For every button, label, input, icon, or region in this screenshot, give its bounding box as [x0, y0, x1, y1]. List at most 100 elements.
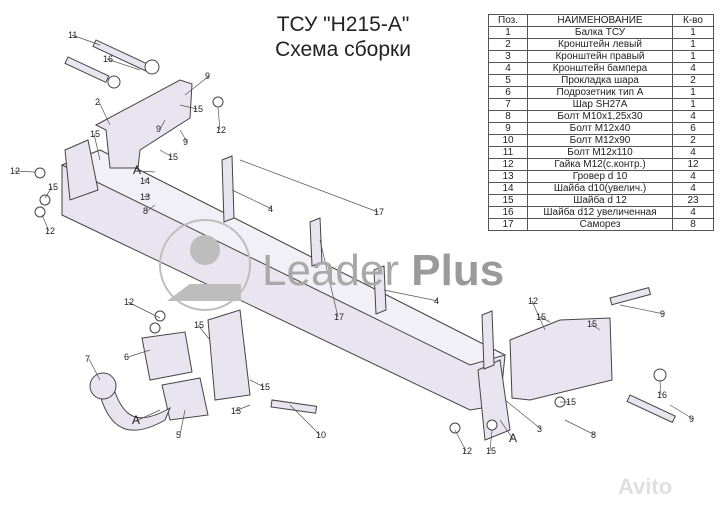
- callout-label: 9: [156, 124, 161, 134]
- leader-line: [127, 301, 161, 319]
- cell-qty: 1: [672, 26, 714, 39]
- leader-line: [289, 404, 321, 436]
- socket-plate: [141, 331, 193, 381]
- cell-pos: 15: [488, 194, 528, 207]
- cell-name: Кронштейн бампера: [527, 62, 673, 75]
- bumper-bracket: [481, 310, 495, 370]
- left-bracket: [94, 79, 193, 169]
- cell-qty: 12: [672, 158, 714, 171]
- cell-qty: 1: [672, 38, 714, 51]
- leader-line: [564, 419, 596, 436]
- callout-label: 8: [143, 206, 148, 216]
- cell-qty: 1: [672, 86, 714, 99]
- parts-table-header: Поз. НАИМЕНОВАНИЕ К-во: [488, 14, 714, 27]
- callout-label: 17: [374, 207, 384, 217]
- leader-line: [239, 159, 379, 213]
- cell-name: Саморез: [527, 218, 673, 231]
- callout-label: 9: [689, 414, 694, 424]
- cell-pos: 11: [488, 146, 528, 159]
- cell-qty: 2: [672, 134, 714, 147]
- bolt: [609, 287, 652, 306]
- leader-line: [454, 429, 467, 452]
- leader-line: [127, 349, 151, 358]
- bolt: [626, 394, 676, 424]
- leader-line: [489, 429, 493, 452]
- leader-line: [135, 409, 161, 422]
- callout-label: 9: [183, 137, 188, 147]
- leader-line: [504, 399, 542, 430]
- callout-label: 15: [90, 129, 100, 139]
- callout-label: 8: [591, 430, 596, 440]
- ball-plate: [207, 309, 251, 401]
- callout-label: 15: [168, 152, 178, 162]
- tow-ball: [89, 372, 117, 400]
- leader-line: [71, 34, 101, 46]
- watermark-word2: Plus: [411, 246, 505, 295]
- cell-name: Болт М12х40: [527, 122, 673, 135]
- callout-label: 16: [103, 54, 113, 64]
- leader-line: [197, 324, 211, 341]
- cell-name: Прокладка шара: [527, 74, 673, 87]
- cell-pos: 2: [488, 38, 528, 51]
- callout-label: 12: [45, 226, 55, 236]
- leader-line: [143, 194, 151, 198]
- cell-qty: 4: [672, 170, 714, 183]
- leader-line: [44, 186, 53, 199]
- leader-line: [41, 214, 50, 232]
- leader-line: [136, 170, 156, 173]
- cell-name: Шайба d12 увеличенная: [527, 206, 673, 219]
- callout-label: 13: [140, 192, 150, 202]
- cell-qty: 23: [672, 194, 714, 207]
- cell-name: Подрозетник тип А: [527, 86, 673, 99]
- leader-line: [143, 177, 149, 182]
- callout-label: А: [132, 413, 140, 427]
- leader-line: [383, 289, 439, 302]
- cell-pos: 12: [488, 158, 528, 171]
- cell-name: Кронштейн левый: [527, 38, 673, 51]
- callout-label: 15: [194, 320, 204, 330]
- cell-pos: 8: [488, 110, 528, 123]
- leader-line: [106, 58, 141, 71]
- tow-ball-neck: [99, 391, 172, 431]
- cell-name: Кронштейн правый: [527, 50, 673, 63]
- callout-label: 4: [268, 204, 273, 214]
- cell-pos: 16: [488, 206, 528, 219]
- header-qty: К-во: [672, 14, 714, 27]
- bolt: [92, 39, 152, 73]
- callout-label: 15: [587, 319, 597, 329]
- diagram-title: ТСУ "Н215-А" Схема сборки: [258, 12, 428, 62]
- callout-label: 16: [657, 390, 667, 400]
- cell-name: Гровер d 10: [527, 170, 673, 183]
- cell-name: Шар SH27A: [527, 98, 673, 111]
- callout-label: 12: [10, 166, 20, 176]
- callout-label: 5: [176, 430, 181, 440]
- callout-label: 12: [216, 125, 226, 135]
- leader-line: [531, 300, 546, 331]
- watermark-word1: Leader: [262, 246, 400, 295]
- callout-label: 17: [334, 312, 344, 322]
- header-pos: Поз.: [488, 14, 528, 27]
- cell-qty: 2: [672, 74, 714, 87]
- callout-label: 15: [231, 406, 241, 416]
- callout-label: 15: [536, 312, 546, 322]
- ball-spacer: [161, 377, 209, 421]
- leader-line: [499, 419, 514, 440]
- left-beam-plate: [64, 139, 99, 201]
- leader-line: [659, 379, 662, 396]
- callout-label: 3: [537, 424, 542, 434]
- cell-name: Шайба d10(увелич.): [527, 182, 673, 195]
- callout-label: 12: [124, 297, 134, 307]
- cell-name: Болт М12х110: [527, 146, 673, 159]
